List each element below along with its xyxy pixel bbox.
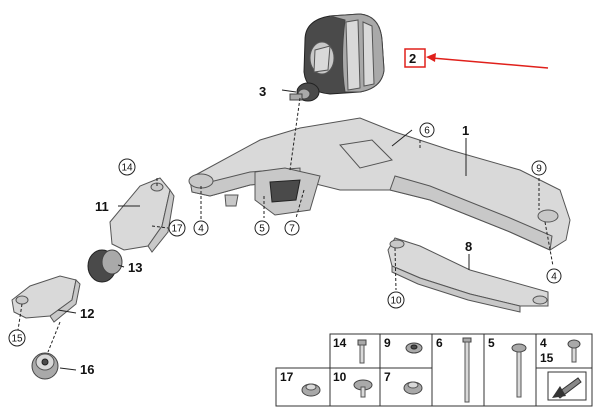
nut-part-16[interactable]: [31, 352, 59, 380]
nut-10-icon: [353, 379, 373, 398]
table-label-9: 9: [384, 336, 391, 350]
callout-4-left: 4: [193, 220, 209, 236]
transmission-support-part-1[interactable]: [188, 117, 571, 251]
callout-1: 1: [462, 123, 469, 138]
nut-7-icon: [403, 381, 423, 395]
callout-15: 15: [8, 329, 26, 347]
transmission-mount-part-2[interactable]: [303, 13, 385, 95]
callout-11: 11: [95, 199, 109, 214]
catalog-arrow-icon: [547, 371, 587, 401]
table-label-4: 4: [540, 336, 547, 350]
leader-lines: [17, 89, 554, 371]
table-label-10: 10: [333, 370, 347, 384]
bracket-part-12[interactable]: [11, 275, 81, 323]
callout-9: 9: [531, 160, 547, 176]
callout-6: 6: [419, 122, 435, 138]
svg-text:5: 5: [259, 224, 265, 235]
svg-text:7: 7: [289, 224, 295, 235]
table-label-6: 6: [436, 336, 443, 350]
svg-text:6: 6: [424, 126, 430, 137]
svg-text:4: 4: [198, 224, 204, 235]
nut-17-icon: [301, 383, 321, 397]
callout-13: 13: [128, 260, 142, 275]
callout-7: 7: [284, 220, 300, 236]
callout-14: 14: [118, 158, 136, 176]
callout-12: 12: [80, 306, 94, 321]
table-label-5: 5: [488, 336, 495, 350]
nut-9-icon: [405, 342, 423, 354]
table-label-17: 17: [280, 370, 294, 384]
callout-5: 5: [254, 220, 270, 236]
svg-text:14: 14: [121, 163, 133, 174]
table-label-7: 7: [384, 370, 391, 384]
callout-17: 17: [168, 219, 186, 237]
callout-3: 3: [259, 84, 266, 99]
stud-6-icon: [462, 337, 472, 403]
bracket-part-8[interactable]: [387, 237, 549, 313]
bolt-5-icon: [511, 343, 527, 398]
bolt-14-icon: [357, 339, 367, 364]
callout-4-right: 4: [546, 268, 562, 284]
callout-16: 16: [80, 362, 94, 377]
svg-text:17: 17: [171, 224, 183, 235]
svg-text:4: 4: [551, 272, 557, 283]
bolt-4-icon: [567, 339, 581, 363]
callout-2: 2: [409, 51, 416, 66]
table-label-15: 15: [540, 351, 554, 365]
highlight-arrow: [404, 48, 549, 69]
callout-8: 8: [465, 239, 472, 254]
svg-text:9: 9: [536, 164, 542, 175]
rubber-mount-part-13[interactable]: [87, 249, 123, 283]
bump-stop-part-3[interactable]: [289, 82, 320, 102]
fastener-table: 14 9 6 5 4 15 17 10 7: [275, 333, 593, 407]
svg-text:15: 15: [11, 334, 23, 345]
callout-10: 10: [387, 291, 405, 309]
table-label-14: 14: [333, 336, 347, 350]
bracket-part-11[interactable]: [109, 177, 175, 253]
svg-text:10: 10: [390, 296, 402, 307]
